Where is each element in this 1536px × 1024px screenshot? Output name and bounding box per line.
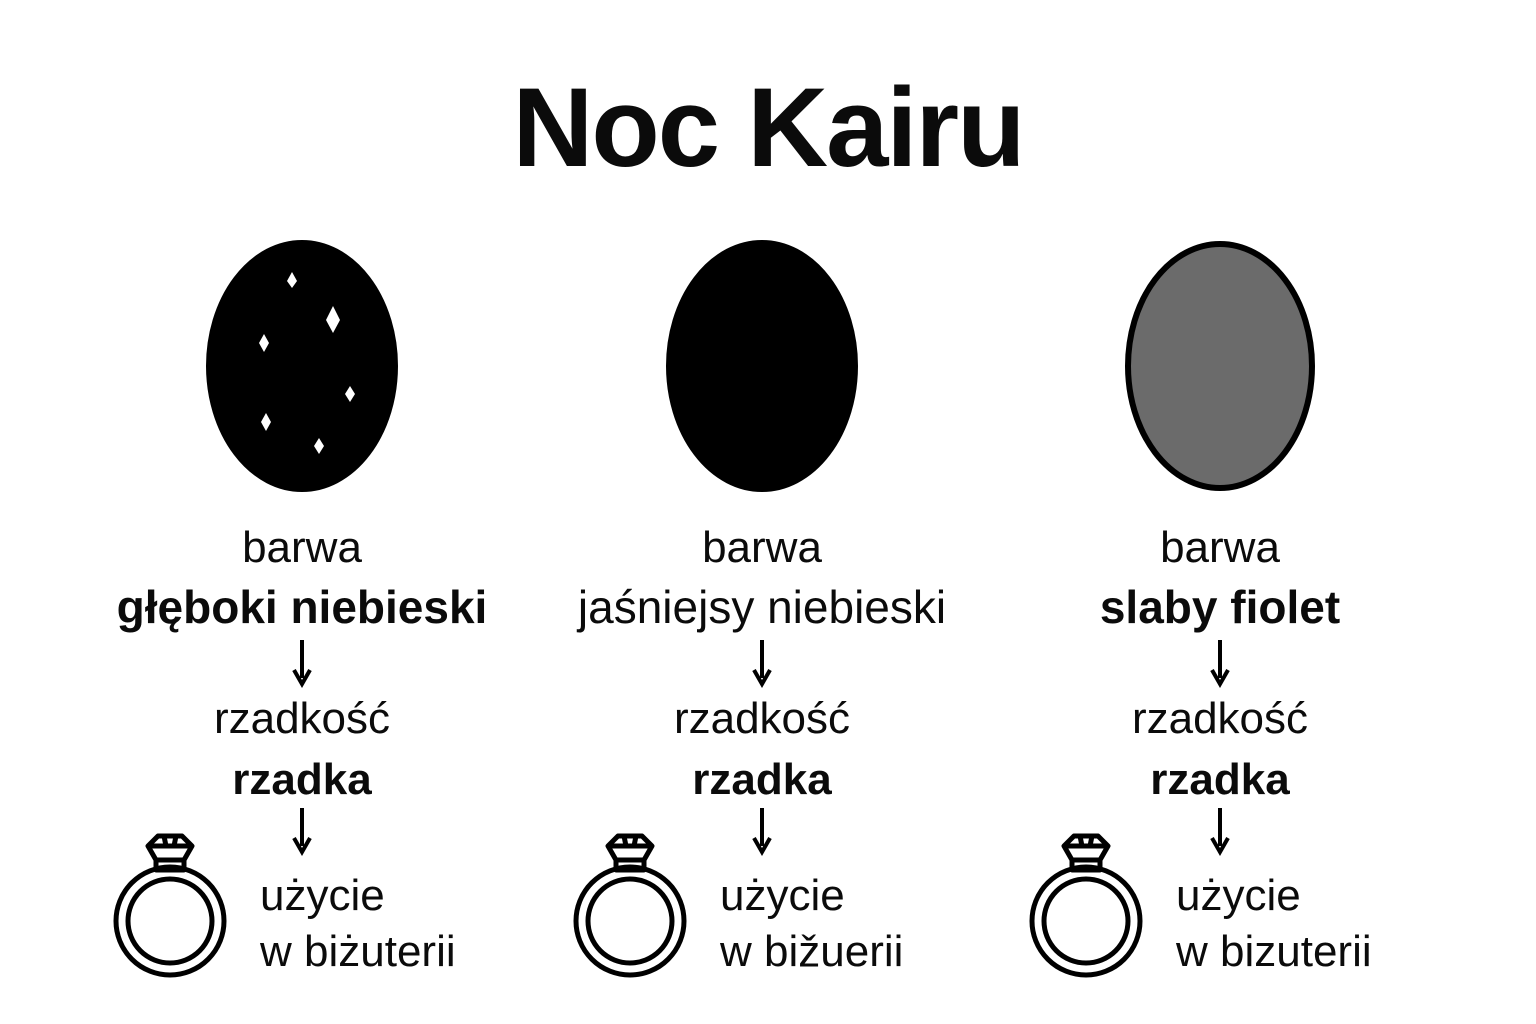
color-attribute-label: barwa — [702, 523, 822, 572]
rarity-attribute-label: rzadkość — [673, 694, 851, 743]
usage-line-2: w biżuterii — [260, 927, 456, 976]
rarity-attribute-value: rzadka — [232, 755, 372, 804]
usage-line-1: użycie — [260, 871, 385, 920]
sparkle-icons — [259, 272, 355, 454]
usage-line-1: użycie — [720, 871, 845, 920]
gem-column-lighter-blue: barwa jaśniejsy niebieski rzadkość rzadk… — [532, 0, 992, 1024]
diamond-ring-icon — [108, 828, 232, 978]
diamond-ring-icon — [568, 828, 692, 978]
color-attribute-value: jaśniejsy niebieski — [577, 581, 947, 633]
oval-gemstone-icon — [1120, 236, 1320, 496]
rarity-attribute-value: rzadka — [1150, 755, 1290, 804]
arrow-down-icon — [752, 806, 772, 856]
color-attribute-label: barwa — [242, 523, 362, 572]
gem-column-faint-violet: barwa slaby fiolet rzadkość rzadka użyci… — [990, 0, 1450, 1024]
usage-label: użycie w bizuterii — [1176, 868, 1372, 980]
usage-line-2: w bižuerii — [720, 927, 904, 976]
usage-label: użycie w bižuerii — [720, 868, 903, 980]
rarity-attribute-label: rzadkość — [1131, 694, 1309, 743]
arrow-down-icon — [1210, 806, 1230, 856]
usage-label: użycie w biżuterii — [260, 868, 456, 980]
arrow-down-icon — [292, 638, 312, 688]
usage-line-1: użycie — [1176, 871, 1301, 920]
oval-gemstone-icon — [202, 236, 402, 496]
arrow-down-icon — [1210, 638, 1230, 688]
gem-column-deep-blue: barwa głęboki niebieski rzadkość rzadka … — [72, 0, 532, 1024]
color-attribute-value: slaby fiolet — [1099, 581, 1341, 633]
diamond-ring-icon — [1024, 828, 1148, 978]
page-title: Noc Kairu — [512, 65, 1026, 190]
oval-gemstone-icon — [662, 236, 862, 496]
color-attribute-value: głęboki niebieski — [116, 581, 488, 633]
arrow-down-icon — [752, 638, 772, 688]
arrow-down-icon — [292, 806, 312, 856]
rarity-attribute-label: rzadkość — [213, 694, 391, 743]
usage-line-2: w bizuterii — [1176, 927, 1372, 976]
rarity-attribute-value: rzadka — [692, 755, 832, 804]
color-attribute-label: barwa — [1160, 523, 1280, 572]
